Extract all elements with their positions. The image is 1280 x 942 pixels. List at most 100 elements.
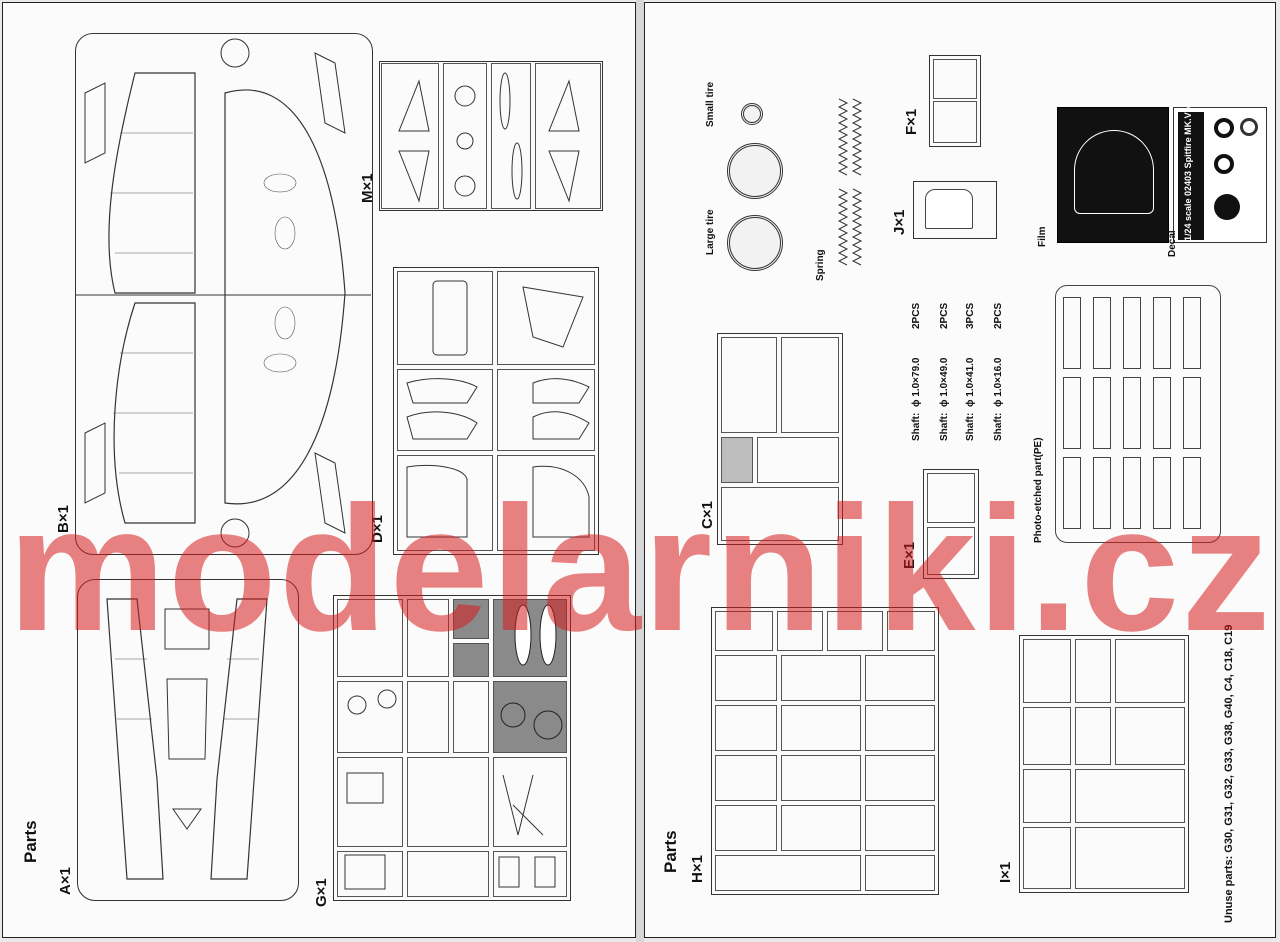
sprue-i-cell-7 xyxy=(1023,769,1071,823)
sprue-h-frame xyxy=(711,607,939,895)
sprue-d-cell-3 xyxy=(397,369,493,451)
sprue-m-cell-4 xyxy=(535,63,601,209)
sprue-f-frame xyxy=(929,55,981,147)
sprue-d-label: D×1 xyxy=(369,515,386,543)
small-tire xyxy=(741,103,763,125)
sprue-f-cell-1 xyxy=(933,59,977,99)
decal-sheet xyxy=(1173,107,1267,243)
sprue-e-label: E×1 xyxy=(901,541,918,569)
right-parts-heading: Parts xyxy=(661,830,680,873)
sprue-g-cell-shaded-2 xyxy=(453,643,489,677)
sprue-e-cell-1 xyxy=(927,473,975,523)
shaft-4-count: 2PCS xyxy=(993,302,1004,329)
sprue-m-parts-drawing xyxy=(398,72,580,203)
shaft-3-size: ϕ 1.0×41.0 xyxy=(965,357,976,407)
sprue-i-cell-4 xyxy=(1023,707,1071,765)
sprue-f-cell-2 xyxy=(933,101,977,143)
sprue-g-cell-8 xyxy=(493,757,567,847)
shaft-1-count: 2PCS xyxy=(911,302,922,329)
sprue-m-cell-2 xyxy=(443,63,487,209)
sprue-i-cell-2 xyxy=(1075,639,1111,703)
sprue-c-cell-3 xyxy=(757,437,839,483)
sprue-h-cell-13 xyxy=(865,755,935,801)
sprue-e-cell-2 xyxy=(927,527,975,575)
small-tire-label: Small tire xyxy=(705,81,716,127)
sprue-i-cell-5 xyxy=(1075,707,1111,765)
sprue-h-cell-14 xyxy=(715,805,777,851)
page-gutter xyxy=(636,0,644,942)
shaft-1-size: ϕ 1.0×79.0 xyxy=(911,357,922,407)
sprue-a-frame xyxy=(77,579,299,901)
sprue-a-label: A×1 xyxy=(57,867,74,895)
sprue-g-cell-6 xyxy=(337,757,403,847)
spring-drawing xyxy=(837,98,863,266)
sprue-h-cell-9 xyxy=(781,705,861,751)
sprue-g-cell-shaded-4 xyxy=(493,681,567,753)
sprue-c-label: C×1 xyxy=(699,501,716,529)
large-tire-label: Large tire xyxy=(705,209,716,255)
sprue-j-canopy-part xyxy=(925,189,973,229)
sprue-a-fuselage-drawing xyxy=(106,598,268,880)
sprue-g-label: G×1 xyxy=(313,878,330,907)
sprue-d-parts-drawing xyxy=(406,280,590,538)
sprue-g-cell-shaded-1 xyxy=(453,599,489,639)
sprue-i-cell-8 xyxy=(1075,769,1185,823)
sprue-m-frame xyxy=(379,61,603,211)
sprue-c-cell-2 xyxy=(781,337,839,433)
sprue-h-cell-8 xyxy=(715,705,777,751)
sprue-i-cell-1 xyxy=(1023,639,1071,703)
sprue-h-cell-2 xyxy=(777,611,823,651)
sprue-d-cell-6 xyxy=(497,455,595,551)
large-tire-2 xyxy=(727,215,783,271)
sprue-h-cell-11 xyxy=(715,755,777,801)
sprue-i-frame xyxy=(1019,635,1189,893)
sprue-b-frame xyxy=(75,33,373,555)
sprue-j-label: J×1 xyxy=(891,209,908,235)
sprue-g-cell-11 xyxy=(493,851,567,897)
sprue-e-frame xyxy=(923,469,979,579)
sprue-m-cell-3 xyxy=(491,63,531,209)
sprue-g-cell-10 xyxy=(407,851,489,897)
sprue-g-cell-5 xyxy=(453,681,489,753)
sprue-g-cell-7 xyxy=(407,757,489,847)
sprue-g-cell-3 xyxy=(337,681,403,753)
sprue-i-cell-3 xyxy=(1115,639,1185,703)
sprue-d-frame xyxy=(393,267,599,555)
shaft-1-label: Shaft: xyxy=(911,412,922,441)
sprue-m-label: M×1 xyxy=(359,173,376,203)
spring-label: Spring xyxy=(815,249,826,281)
shaft-2-label: Shaft: xyxy=(939,412,950,441)
sprue-c-cell-4 xyxy=(721,487,839,541)
sprue-d-cell-4 xyxy=(497,369,595,451)
sprue-h-cell-7 xyxy=(865,655,935,701)
decal-title: 1/24 scale 02403 Spitfire MK.Vb xyxy=(1183,106,1193,241)
sprue-h-cell-3 xyxy=(827,611,883,651)
photo-etched-sheet xyxy=(1055,285,1221,543)
shaft-4-size: ϕ 1.0×16.0 xyxy=(993,357,1004,407)
sprue-b-label: B×1 xyxy=(55,505,72,533)
sprue-h-cell-15 xyxy=(781,805,861,851)
sprue-c-cell-shaded xyxy=(721,437,753,483)
sprue-g-cell-4 xyxy=(407,681,449,753)
sprue-h-cell-6 xyxy=(781,655,861,701)
shaft-3-label: Shaft: xyxy=(965,412,976,441)
sprue-h-cell-5 xyxy=(715,655,777,701)
sprue-c-cell-1 xyxy=(721,337,777,433)
instrument-film xyxy=(1057,107,1169,243)
shaft-2-size: ϕ 1.0×49.0 xyxy=(939,357,950,407)
sprue-h-cell-4 xyxy=(887,611,935,651)
sprue-b-wing-drawing xyxy=(75,38,371,548)
sprue-i-cell-6 xyxy=(1115,707,1185,765)
sprue-j-frame xyxy=(913,181,997,239)
photo-etched-label: Photo-etched part(PE) xyxy=(1033,437,1044,543)
sprue-h-cell-18 xyxy=(865,855,935,891)
sprue-g-cell-9 xyxy=(337,851,403,897)
sprue-h-cell-12 xyxy=(781,755,861,801)
right-instruction-page: Small tire Large tire Spring F×1 J×1 Fil… xyxy=(644,2,1276,938)
sprue-f-label: F×1 xyxy=(903,108,920,135)
sprue-h-cell-16 xyxy=(865,805,935,851)
sprue-m-cell-1 xyxy=(381,63,439,209)
decal-label: Decal xyxy=(1167,230,1178,257)
sprue-i-label: I×1 xyxy=(997,861,1014,883)
sprue-d-cell-1 xyxy=(397,271,493,365)
